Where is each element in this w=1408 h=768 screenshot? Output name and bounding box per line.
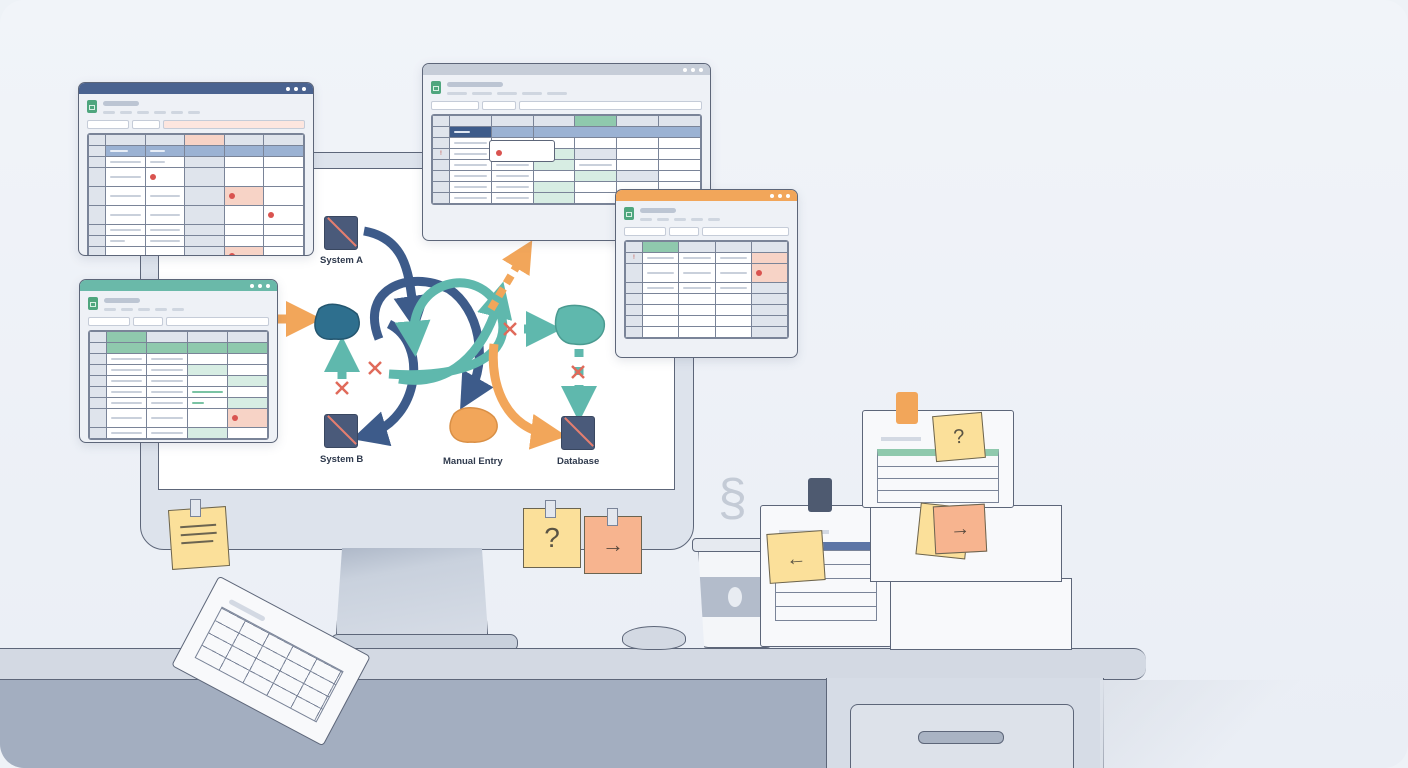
error-marker-icon	[755, 269, 762, 276]
tape	[545, 500, 556, 518]
mouse	[622, 626, 686, 650]
sticky-note-pile-arrow: →	[932, 503, 988, 555]
spreadsheet-window-navy[interactable]	[78, 82, 314, 256]
error-marker-icon	[268, 211, 275, 218]
error-tooltip	[489, 140, 555, 162]
error-marker-icon	[228, 192, 235, 199]
error-marker-icon	[231, 414, 238, 421]
monitor-stand	[336, 548, 488, 634]
node-label-system-a: System A	[320, 255, 363, 266]
server-icon	[324, 216, 358, 250]
spreadsheet-window-orange[interactable]: !	[615, 189, 798, 358]
steam-icon: §	[718, 469, 747, 527]
sticky-note-cup-arrow: ←	[766, 530, 826, 584]
node-label-manual-entry: Manual Entry	[443, 456, 503, 467]
integration-diagram	[277, 226, 606, 450]
window-titlebar	[79, 83, 313, 94]
sticky-note-pile-question: ?	[932, 411, 986, 463]
sheet-app-icon	[87, 100, 97, 113]
paper-stack-bottom	[890, 578, 1072, 650]
error-marker-icon	[228, 252, 235, 255]
manual-entry-blob-icon	[449, 407, 498, 443]
database-icon	[561, 416, 595, 450]
binder-clip-icon	[808, 478, 832, 512]
orange-binder-clip-icon	[896, 392, 918, 424]
node-label-database: Database	[557, 456, 600, 467]
desk-front	[0, 680, 830, 768]
spreadsheet-grid	[87, 133, 305, 255]
target-blob-icon	[554, 304, 606, 346]
error-marker-icon	[496, 149, 502, 156]
coffee-bean-icon	[728, 587, 742, 607]
tape	[607, 508, 618, 526]
gears-icon	[324, 414, 358, 448]
source-blob-icon	[314, 303, 360, 340]
spreadsheet-window-teal[interactable]	[79, 279, 278, 443]
shadow	[1100, 680, 1300, 768]
sticky-note-question: ?	[523, 508, 581, 568]
tape	[190, 499, 201, 517]
node-label-system-b: System B	[320, 454, 364, 465]
error-marker-icon	[149, 173, 156, 180]
drawer-handle[interactable]	[918, 731, 1004, 744]
